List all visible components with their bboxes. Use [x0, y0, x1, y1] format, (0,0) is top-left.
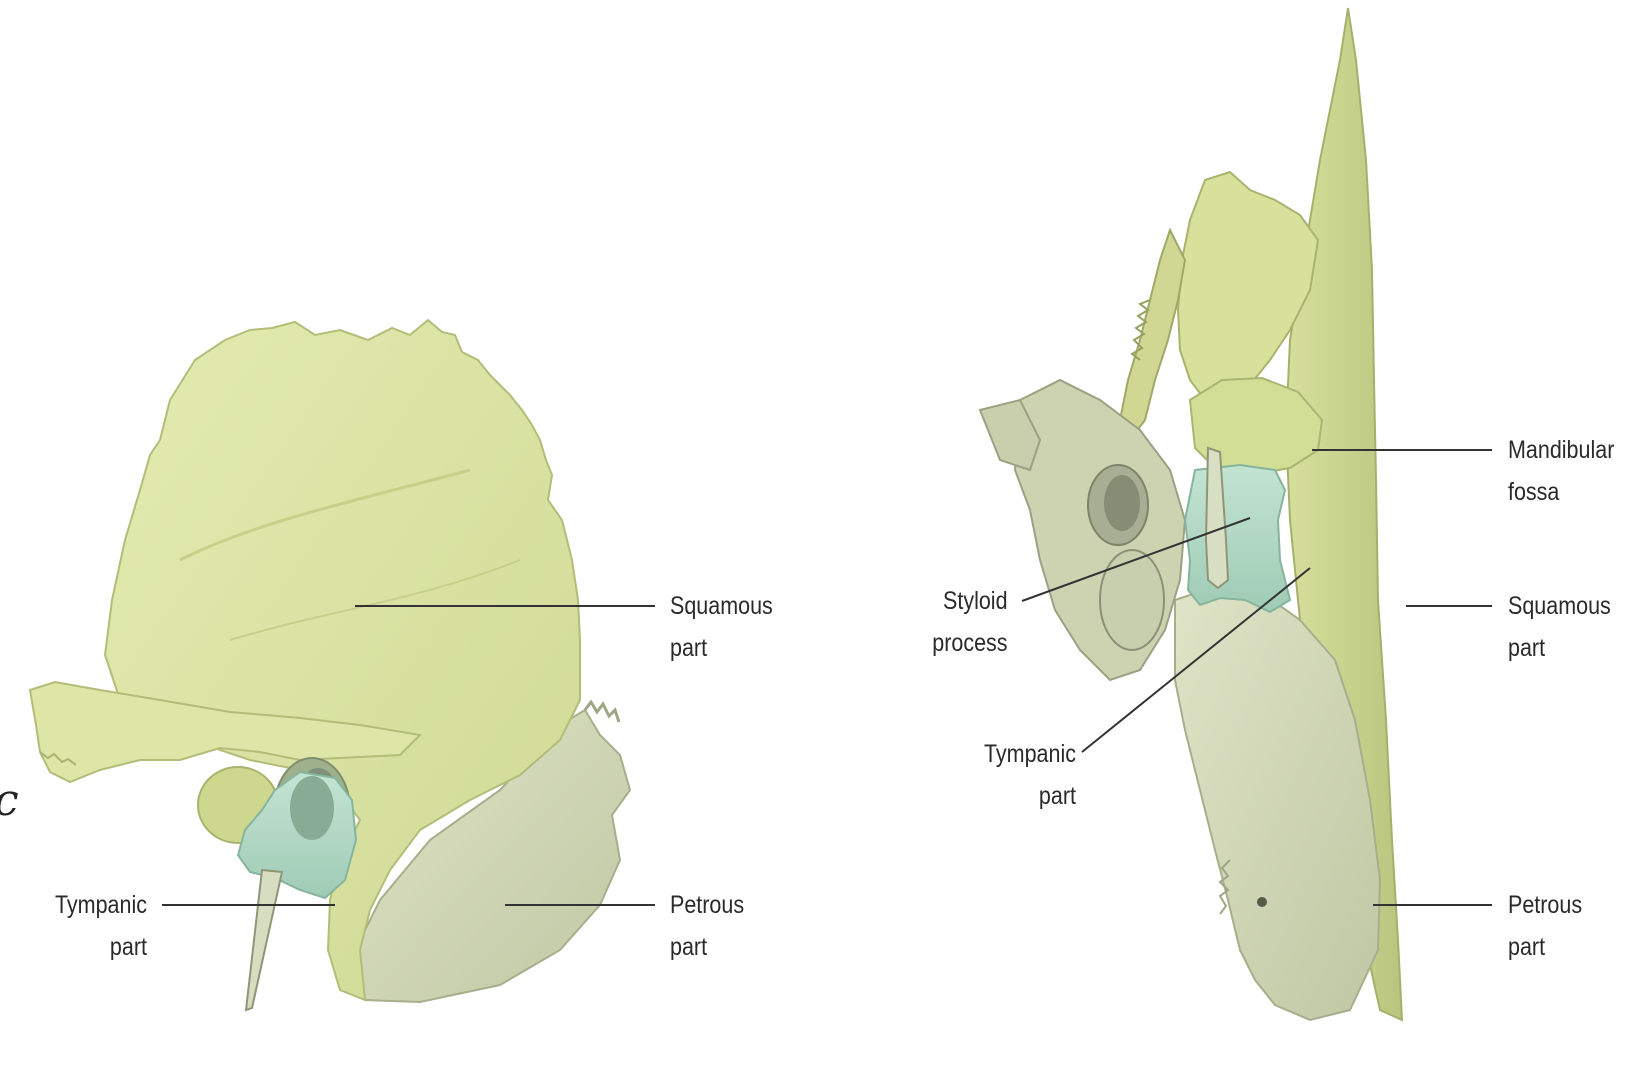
right-mandibular-label-line2: fossa: [1508, 471, 1614, 513]
left-tympanic-label-line2: part: [55, 926, 147, 968]
right-tympanic-part-shape: [1185, 465, 1290, 612]
right-tympanic-label: Tympanic part: [984, 733, 1076, 817]
right-squamous-label-line1: Squamous: [1508, 585, 1611, 627]
right-styloid-label-line1: Styloid: [933, 580, 1008, 622]
right-mandibular-label: Mandibular fossa: [1508, 429, 1614, 513]
left-petrous-label-line1: Petrous: [670, 884, 744, 926]
right-styloid-label-line2: process: [933, 622, 1008, 664]
left-squamous-label: Squamous part: [670, 585, 773, 669]
left-petrous-label: Petrous part: [670, 884, 744, 968]
right-tympanic-label-line2: part: [984, 775, 1076, 817]
right-view-bone: [980, 8, 1402, 1020]
right-petrous-label-line1: Petrous: [1508, 884, 1582, 926]
right-squamous-label-line2: part: [1508, 627, 1611, 669]
left-styloid-process-shape: [246, 870, 282, 1010]
left-tympanic-label-line1: Tympanic: [55, 884, 147, 926]
right-petrous-label-line2: part: [1508, 926, 1582, 968]
right-squamous-label: Squamous part: [1508, 585, 1611, 669]
left-squamous-label-line2: part: [670, 627, 773, 669]
left-petrous-label-line2: part: [670, 926, 744, 968]
left-tympanic-label: Tympanic part: [55, 884, 147, 968]
left-squamous-label-line1: Squamous: [670, 585, 773, 627]
right-mandibular-label-line1: Mandibular: [1508, 429, 1614, 471]
right-petrous-label: Petrous part: [1508, 884, 1582, 968]
right-styloid-label: Styloid process: [933, 580, 1008, 664]
right-tympanic-label-line1: Tympanic: [984, 733, 1076, 775]
margin-letter: c: [0, 775, 19, 826]
